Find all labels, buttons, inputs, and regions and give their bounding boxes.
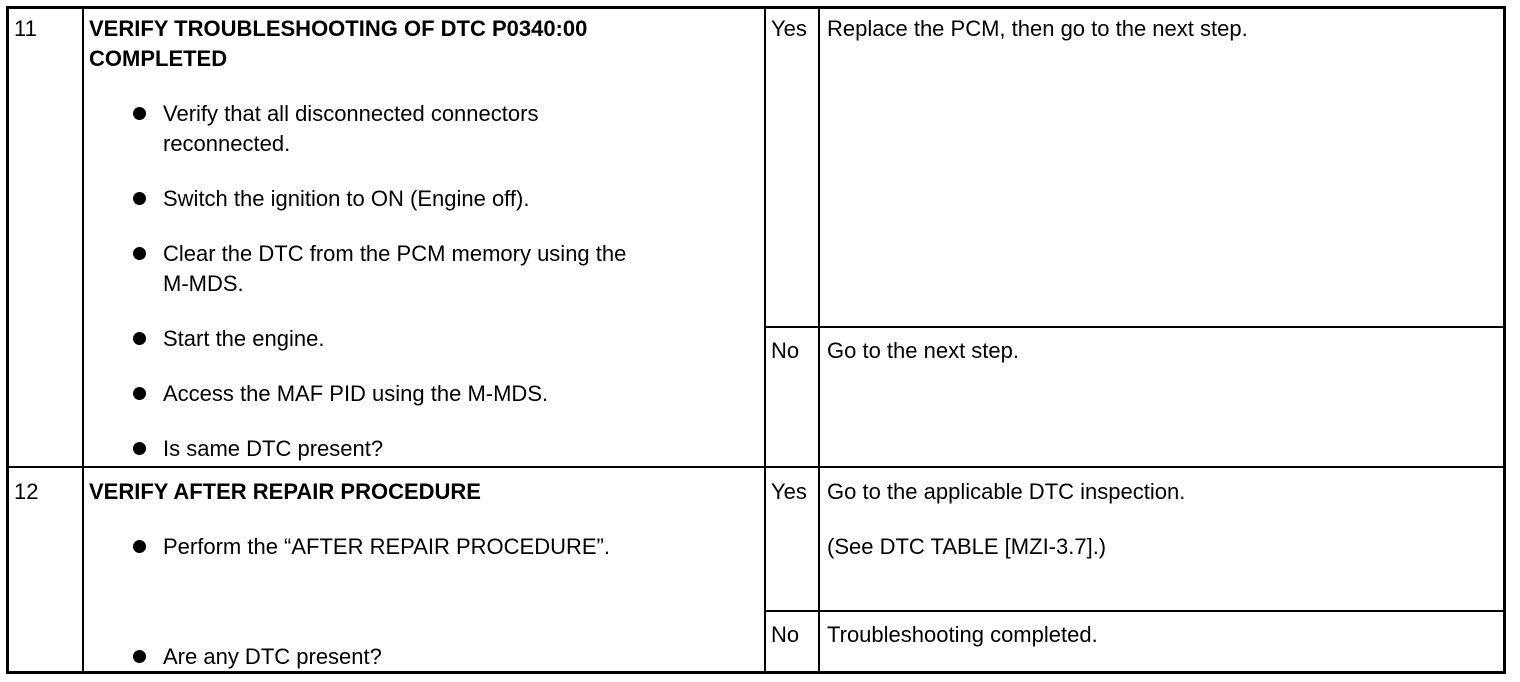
step-number: 11 bbox=[14, 16, 37, 41]
step-bullet: Clear the DTC from the PCM memory using … bbox=[163, 241, 627, 266]
bullet-icon bbox=[133, 540, 146, 553]
table-frame bbox=[6, 6, 1506, 674]
no-label: No bbox=[771, 622, 800, 647]
divider-row12-yes-no bbox=[764, 610, 1506, 612]
step-bullet-continued: reconnected. bbox=[163, 131, 291, 156]
step-title: VERIFY TROUBLESHOOTING OF DTC P0340:00 bbox=[89, 16, 588, 41]
bullet-icon bbox=[133, 387, 146, 400]
yes-action: Go to the applicable DTC inspection. bbox=[827, 479, 1186, 504]
bullet-icon bbox=[133, 650, 146, 663]
divider-action-column bbox=[764, 6, 766, 674]
step-bullet: Verify that all disconnected connectors bbox=[163, 101, 539, 126]
yes-label: Yes bbox=[771, 16, 807, 41]
bullet-icon bbox=[133, 332, 146, 345]
step-bullet: Are any DTC present? bbox=[163, 644, 382, 669]
no-action: Troubleshooting completed. bbox=[827, 622, 1098, 647]
no-action: Go to the next step. bbox=[827, 338, 1020, 363]
yes-action: Replace the PCM, then go to the next ste… bbox=[827, 16, 1248, 41]
step-title: VERIFY AFTER REPAIR PROCEDURE bbox=[89, 479, 481, 504]
yes-action-reference: (See DTC TABLE [MZI-3.7].) bbox=[827, 534, 1107, 559]
bullet-icon bbox=[133, 107, 146, 120]
divider-row-11-12 bbox=[6, 466, 1506, 468]
step-bullet: Access the MAF PID using the M-MDS. bbox=[163, 381, 549, 406]
divider-row11-yes-no bbox=[764, 326, 1506, 328]
divider-step-column bbox=[82, 6, 84, 674]
bullet-icon bbox=[133, 247, 146, 260]
bullet-icon bbox=[133, 192, 146, 205]
no-label: No bbox=[771, 338, 800, 363]
step-bullet: Start the engine. bbox=[163, 326, 325, 351]
bullet-icon bbox=[133, 442, 146, 455]
step-bullet: Perform the “AFTER REPAIR PROCEDURE”. bbox=[163, 534, 610, 559]
step-number: 12 bbox=[14, 479, 39, 504]
step-bullet: Switch the ignition to ON (Engine off). bbox=[163, 186, 530, 211]
divider-answer-column bbox=[818, 6, 820, 674]
step-title-continued: COMPLETED bbox=[89, 46, 228, 71]
step-bullet: Is same DTC present? bbox=[163, 436, 384, 461]
yes-label: Yes bbox=[771, 479, 807, 504]
step-bullet-continued: M-MDS. bbox=[163, 271, 244, 296]
